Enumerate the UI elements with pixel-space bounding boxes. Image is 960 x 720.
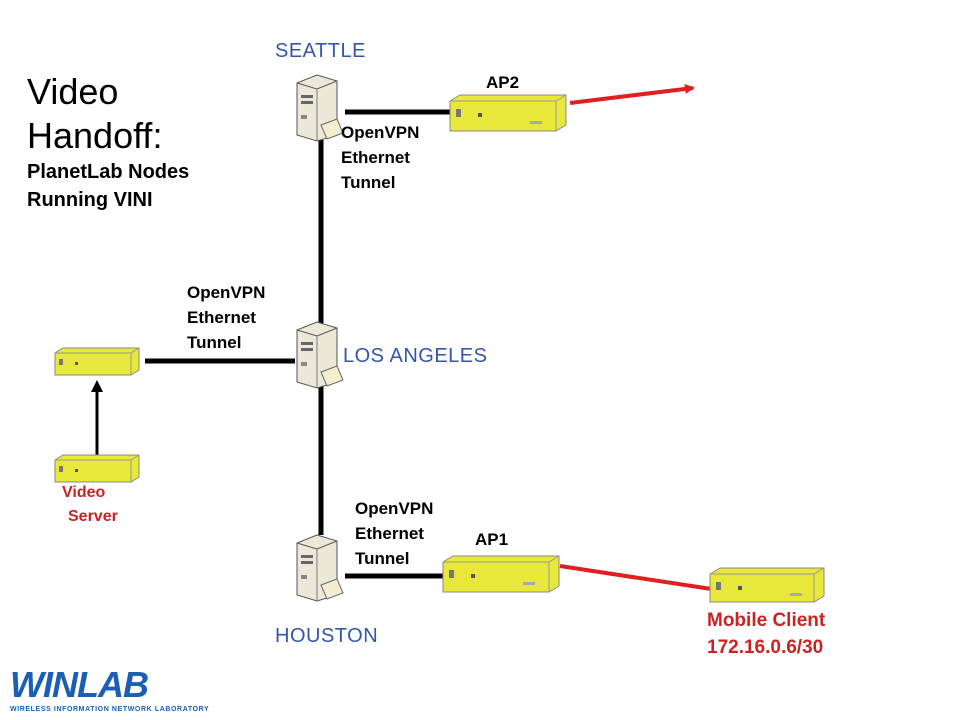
tunnel-label-seattle: OpenVPN Ethernet Tunnel [341, 120, 419, 195]
tunnel-text: OpenVPN [187, 283, 266, 302]
tunnel-text: Tunnel [341, 173, 396, 192]
title-line-3: PlanetLab Nodes [27, 161, 190, 183]
tunnel-text: Tunnel [355, 549, 410, 568]
router-box-icon [449, 94, 567, 132]
mobile-client-name: Mobile Client [707, 610, 826, 631]
tunnel-text: Ethernet [355, 524, 424, 543]
server-icon [296, 321, 344, 389]
ap1-label: AP1 [475, 530, 509, 549]
tunnel-label-left: OpenVPN Ethernet Tunnel [187, 280, 265, 355]
title-line-1: Video [27, 71, 119, 112]
tunnel-text: Ethernet [187, 308, 256, 327]
router-box-icon [54, 454, 140, 483]
wireless-ap2-arrow [569, 84, 695, 105]
tunnel-text: Ethernet [341, 148, 410, 167]
title-line-4: Running VINI [27, 189, 153, 211]
router-box-icon [442, 555, 560, 593]
mobile-client-ip: 172.16.0.6/30 [707, 637, 824, 658]
tunnel-text: Tunnel [187, 333, 242, 352]
server-icon [296, 534, 344, 602]
city-los-angeles: LOS ANGELES [343, 345, 488, 367]
tunnel-text: OpenVPN [341, 123, 420, 142]
tunnel-text: OpenVPN [355, 499, 434, 518]
winlab-logo: WINLAB WIRELESS INFORMATION NETWORK LABO… [10, 664, 209, 713]
router-box-icon [709, 567, 825, 603]
router-box-icon [54, 347, 140, 376]
video-server-line-2: Server [68, 508, 118, 525]
mobile-client-label: Mobile Client 172.16.0.6/30 [707, 607, 825, 661]
logo-subtitle: WIRELESS INFORMATION NETWORK LABORATORY [10, 706, 210, 713]
tunnel-label-houston: OpenVPN Ethernet Tunnel [355, 496, 433, 571]
video-server-label: Video Server [62, 481, 118, 529]
video-server-line-1: Video [62, 484, 106, 501]
city-houston: HOUSTON [275, 625, 379, 647]
logo-wordmark: WINLAB [10, 664, 149, 705]
ap2-label: AP2 [486, 73, 520, 92]
city-seattle: SEATTLE [275, 40, 366, 62]
title-line-2: Handoff: [27, 115, 163, 156]
server-icon [296, 74, 344, 142]
slide-title: Video Handoff: PlanetLab Nodes Running V… [27, 70, 189, 214]
wireless-ap1-arrow [559, 564, 720, 594]
